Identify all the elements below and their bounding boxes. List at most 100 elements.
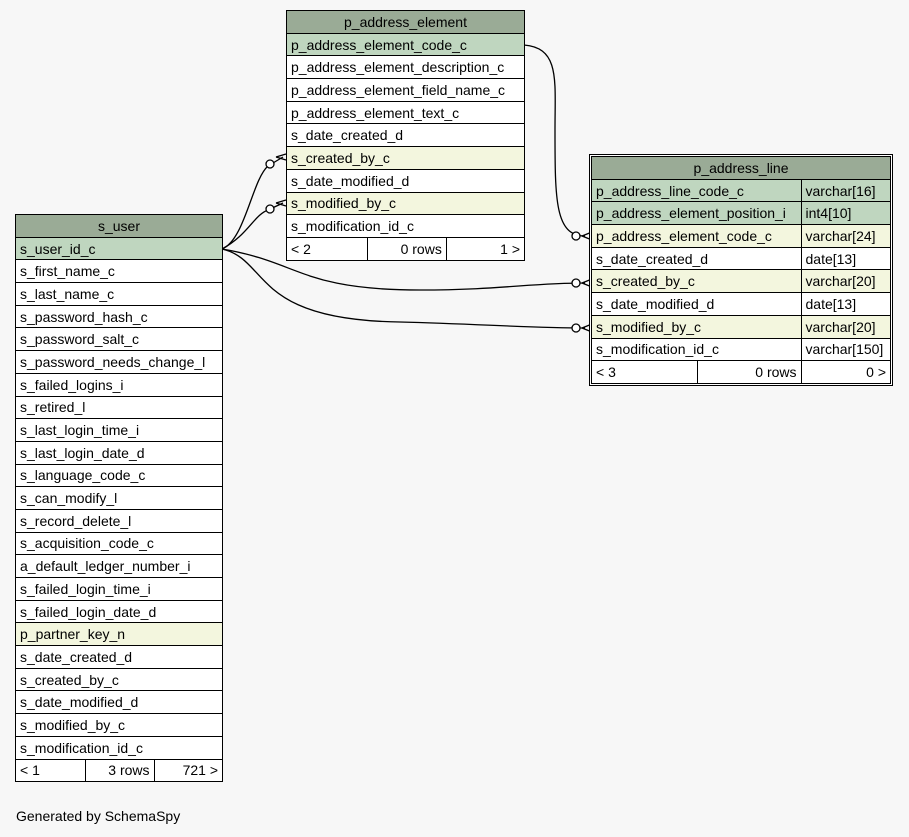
link-user-line-created-by [221,248,586,291]
column-row[interactable]: p_address_element_code_c [287,32,524,57]
column-row[interactable]: s_record_delete_l [16,508,223,533]
column-row[interactable]: s_last_login_date_d [16,440,223,465]
column-row[interactable]: s_failed_logins_i [16,372,223,397]
column-type: varchar[16] [800,178,891,203]
column-name: s_first_name_c [16,259,223,284]
column-name: s_modification_id_c [592,337,802,362]
column-name: s_date_modified_d [16,690,223,715]
column-name: s_failed_login_time_i [16,577,223,601]
row-count: 0 rows [696,360,802,383]
column-row[interactable]: s_created_by_c [16,667,223,692]
column-row[interactable]: s_date_created_d [16,645,223,669]
column-name: s_user_id_c [16,236,223,261]
column-name: p_address_element_code_c [287,32,524,57]
column-name: s_date_modified_d [287,168,524,193]
column-row[interactable]: s_password_hash_c [16,304,223,329]
link-element-line-code [523,44,586,237]
column-row[interactable]: s_modified_by_c [16,713,223,737]
column-name: s_last_name_c [16,282,223,306]
column-row[interactable]: s_date_created_d [287,123,524,148]
column-row[interactable]: p_partner_key_n [16,622,223,647]
column-row[interactable]: s_user_id_c [16,236,223,261]
column-type: date[13] [800,246,891,271]
row-count: 0 rows [367,236,447,260]
column-name: s_password_hash_c [16,304,223,329]
column-name: s_acquisition_code_c [16,531,223,556]
optional-marker-icon [571,231,581,241]
column-row[interactable]: s_password_needs_change_l [16,350,223,374]
column-name: s_modification_id_c [287,214,524,238]
column-name: s_password_needs_change_l [16,350,223,374]
optional-marker-icon [265,159,275,169]
column-row[interactable]: s_failed_login_date_d [16,599,223,624]
table-header[interactable]: p_address_element [287,11,524,34]
column-row[interactable]: s_failed_login_time_i [16,577,223,601]
table-header[interactable]: s_user [16,215,223,238]
column-type: varchar[150] [800,337,891,362]
column-name: s_last_login_time_i [16,418,223,442]
table-header[interactable]: p_address_line [592,157,891,180]
column-row[interactable]: s_date_modified_d [287,168,524,193]
column-row[interactable]: a_default_ledger_number_i [16,554,223,578]
column-name: s_created_by_c [16,667,223,692]
optional-marker-icon [265,204,275,214]
table-name: p_address_line [592,157,891,180]
column-name: p_address_element_code_c [592,224,802,248]
column-row[interactable]: s_last_login_time_i [16,418,223,442]
column-row[interactable]: s_acquisition_code_c [16,531,223,556]
column-row[interactable]: s_can_modify_l [16,486,223,510]
column-row[interactable]: s_modified_by_c [287,191,524,216]
column-name: p_address_element_field_name_c [287,78,524,102]
column-row[interactable]: p_address_element_field_name_c [287,78,524,102]
column-row[interactable]: s_language_code_c [16,463,223,488]
table-name: s_user [16,215,223,238]
parents-count: < 1 [16,758,86,782]
column-name: s_language_code_c [16,463,223,488]
column-row[interactable]: s_retired_l [16,395,223,420]
link-user-element-created-by [221,156,284,250]
parents-count: < 2 [287,236,369,260]
column-row[interactable]: s_first_name_c [16,259,223,284]
column-name: s_record_delete_l [16,508,223,533]
column-name: s_can_modify_l [16,486,223,510]
column-name: p_partner_key_n [16,622,223,647]
optional-marker-icon [571,323,581,333]
column-row[interactable]: s_modification_id_c [16,735,223,760]
column-name: s_date_created_d [287,123,524,148]
column-row[interactable]: s_created_by_c [287,146,524,170]
column-name: p_address_element_description_c [287,55,524,80]
column-row[interactable]: s_date_modified_d [16,690,223,715]
column-type: varchar[20] [800,314,891,339]
optional-marker-icon [571,278,581,288]
parents-count: < 3 [592,360,698,383]
crowfoot-icon [275,153,287,161]
column-row[interactable]: p_address_element_description_c [287,55,524,80]
column-name: s_modified_by_c [592,314,802,339]
column-row[interactable]: p_address_element_text_c [287,100,524,125]
column-row[interactable]: s_password_salt_c [16,327,223,352]
children-count: 0 > [800,360,891,383]
column-name: s_password_salt_c [16,327,223,352]
column-row[interactable]: s_modification_id_c [287,214,524,238]
column-name: p_address_line_code_c [592,178,802,203]
column-name: a_default_ledger_number_i [16,554,223,578]
crowfoot-icon [275,199,287,207]
column-name: s_date_modified_d [592,292,802,316]
column-name: s_created_by_c [287,146,524,170]
column-name: s_date_created_d [16,645,223,669]
column-name: s_failed_login_date_d [16,599,223,624]
column-row[interactable]: s_last_name_c [16,282,223,306]
